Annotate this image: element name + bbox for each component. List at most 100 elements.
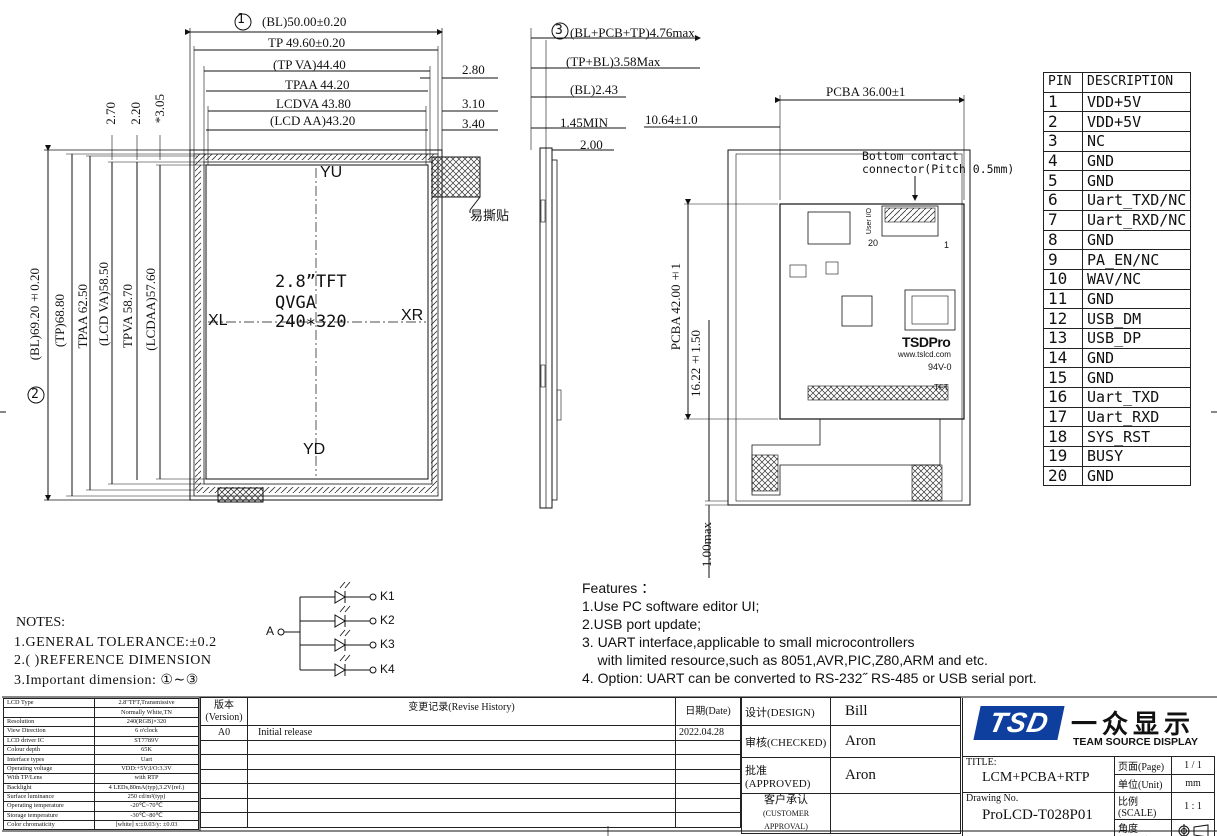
- dim-lcdaa-height: (LCDAA)57.60: [143, 268, 158, 351]
- title-label: TITLE:: [966, 757, 997, 768]
- back-outline: [727, 149, 971, 506]
- rev-version-header-en: (Version): [205, 711, 243, 723]
- spec-value: -30℃~80℃: [94, 810, 199, 822]
- led-anode-label: A: [266, 624, 275, 638]
- unit-label: 单位(Unit): [1114, 774, 1172, 793]
- drawing-value: ProLCD-T028P01: [982, 807, 1093, 823]
- revision-table: 版本 (Version) 变更记录(Revise History) 日期(Dat…: [200, 697, 741, 828]
- dim-right-3: 3.40: [462, 116, 485, 131]
- pin-description: GND: [1081, 288, 1192, 310]
- brand-mark: TSDPro: [902, 334, 951, 350]
- drawing-label: Drawing No.: [966, 793, 1019, 804]
- pin-number: 3: [1043, 131, 1083, 152]
- pin-number: 1: [1043, 91, 1083, 113]
- rev-row-version: A0: [200, 725, 248, 741]
- rev-version-header: 版本 (Version): [200, 697, 248, 726]
- pin-number: 12: [1043, 308, 1083, 329]
- pin-number: 15: [1043, 367, 1083, 388]
- pin-description: GND: [1081, 229, 1192, 251]
- label-xr: XR: [401, 307, 424, 324]
- feature-3-cont: with limited resource,such as 8051,AVR,P…: [582, 652, 988, 668]
- spec-key: Backlight: [3, 782, 95, 793]
- spec-value: 240(RGB)×320: [94, 716, 199, 728]
- pin-description: Uart_RXD/NC: [1081, 209, 1192, 231]
- spec-key: Operating temperature: [3, 801, 95, 812]
- spec-key: With TP/Lens: [3, 773, 95, 784]
- ui-label: User I/O: [866, 208, 873, 235]
- pin-number: 14: [1043, 347, 1083, 369]
- company-cn: 一众显示: [1071, 709, 1196, 739]
- dim-pcba-width: PCBA 36.00±1: [826, 84, 906, 99]
- spec-value: 4 LEDs,80mA(typ),3.2V(ref.): [94, 782, 199, 793]
- unit-value: mm: [1171, 774, 1215, 793]
- pcba-board: [779, 203, 965, 420]
- pin-number: 10: [1043, 268, 1083, 290]
- pin-number: 19: [1043, 446, 1083, 467]
- dim-tp-bl-thickness: (TP+BL)3.58Max: [566, 54, 661, 69]
- spec-key: Color chromaticity: [3, 820, 95, 831]
- spec-value: -20℃~70℃: [94, 801, 199, 812]
- pin-description: NC: [1081, 131, 1192, 152]
- pin-number: 11: [1043, 288, 1083, 310]
- feature-2: 2.USB port update;: [582, 616, 702, 632]
- dim-tpaa-height: TPAA 62.50: [75, 284, 90, 349]
- approved-label: 批准(APPROVED): [741, 757, 831, 794]
- pin-description: VDD+5V: [1081, 111, 1192, 133]
- pin-number: 4: [1043, 150, 1083, 172]
- spec-value: 6 o'clock: [94, 726, 199, 737]
- pin-header: PIN: [1043, 72, 1083, 93]
- spec-key: Storage temperature: [3, 810, 95, 822]
- note-2: 2.( )REFERENCE DIMENSION: [14, 653, 212, 668]
- rev-row: A0 Initial release 2022.04.28: [200, 725, 741, 741]
- notes-title: NOTES:: [16, 615, 65, 630]
- tp-border-hatch: [195, 154, 437, 493]
- pin-table-header: PIN DESCRIPTION: [1043, 72, 1192, 93]
- approved-name: Aron: [830, 757, 961, 794]
- spec-value: 250 cd/m²(typ): [94, 791, 199, 803]
- tft-label: TFT: [934, 383, 949, 392]
- dim-tp-va-width: (TP VA)44.40: [273, 57, 346, 72]
- spec-value: ST7789V: [94, 735, 199, 746]
- customer-label-en: (CUSTOMER APPROVAL): [762, 809, 810, 831]
- dim-lcd-va-height: (LCD VA)58.50: [96, 262, 111, 347]
- dim-bl-thickness: (BL)2.43: [570, 82, 619, 97]
- active-area-outline: [205, 164, 429, 480]
- spec-value: 2.8"TFT,Transmissive: [94, 697, 199, 709]
- spec-key: Interface types: [3, 754, 95, 765]
- pin-number: 6: [1043, 190, 1083, 211]
- spec-row: Normally White,TN: [3, 707, 199, 718]
- pin-description: GND: [1081, 465, 1192, 487]
- center-text-size: 2.8”TFT: [275, 272, 347, 292]
- dim-bl-width: (BL)50.00±0.20: [262, 14, 347, 29]
- rev-version-header-cn: 版本: [214, 699, 234, 711]
- checked-name: Aron: [830, 725, 961, 758]
- pin-description: Uart_TXD/NC: [1081, 190, 1192, 211]
- dim-tpaa-width: TPAA 44.20: [285, 77, 350, 92]
- pin-number: 18: [1043, 426, 1083, 448]
- led-3: [300, 629, 377, 652]
- note-3: 3.Important dimension: ①∼③: [14, 673, 199, 688]
- center-text-format: QVGA: [275, 293, 316, 313]
- page-label: 页面(Page): [1114, 756, 1172, 775]
